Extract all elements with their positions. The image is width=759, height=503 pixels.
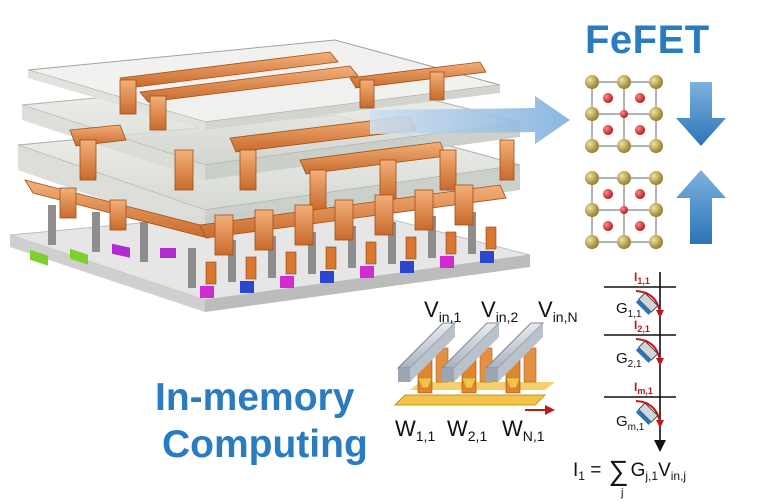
conductance-label-1: G1,1 bbox=[616, 300, 642, 320]
crystal-structure-up bbox=[585, 75, 663, 153]
current-label-1: I1,1 bbox=[634, 270, 650, 286]
device-contacts bbox=[205, 226, 497, 285]
conductance-label-m: Gm,1 bbox=[616, 413, 645, 433]
v-input-label-1: Vin,1 bbox=[424, 297, 462, 325]
w-label-1: W1,1 bbox=[395, 416, 436, 444]
current-sum-equation: I1 = ∑Gj,1Vin,j j bbox=[573, 455, 687, 499]
w-label-n: WN,1 bbox=[502, 416, 545, 444]
substrate-side-left bbox=[10, 235, 205, 312]
chip-3d-stack bbox=[9, 39, 531, 312]
current-path-arrows bbox=[635, 290, 661, 423]
current-label-m: Im,1 bbox=[634, 380, 653, 396]
vertical-vias bbox=[48, 205, 476, 288]
polarization-up-arrow bbox=[676, 170, 726, 244]
v-input-label-n: Vin,N bbox=[538, 297, 578, 325]
v-input-label-2: Vin,2 bbox=[481, 297, 519, 325]
bottom-word-line bbox=[393, 394, 547, 406]
fefet-cell-symbols bbox=[635, 292, 659, 425]
crossbar-array bbox=[393, 322, 555, 415]
substrate-side-right bbox=[205, 255, 530, 312]
fefet-title: FeFET bbox=[585, 18, 710, 62]
w-label-2: W2,1 bbox=[447, 416, 488, 444]
zoom-arrow bbox=[370, 96, 570, 144]
current-arrow bbox=[545, 405, 555, 415]
device-row bbox=[30, 243, 494, 298]
imc-title-line2: Computing bbox=[162, 423, 368, 466]
current-label-2: I2,1 bbox=[634, 318, 650, 334]
conductance-label-2: G2,1 bbox=[616, 350, 642, 370]
crystal-structure-down bbox=[585, 171, 663, 249]
polarization-down-arrow bbox=[676, 82, 726, 146]
copper-interconnects bbox=[24, 51, 515, 256]
column-output-arrow bbox=[654, 440, 666, 452]
imc-title-line1: In-memory bbox=[155, 376, 355, 419]
